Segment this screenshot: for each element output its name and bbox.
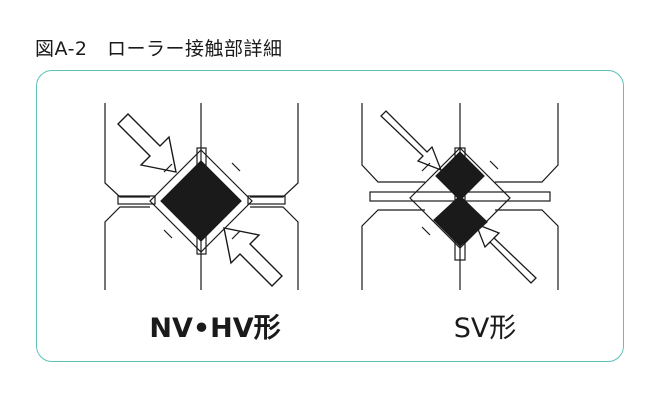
caption-nv-hv: NV•HV形 [149, 313, 281, 344]
sv-guide-lower-right [495, 209, 559, 290]
sv-load-arrow-upper [380, 110, 443, 172]
nv-guide-lower-right [250, 206, 299, 290]
nv-guide-lower-left [104, 206, 150, 290]
nv-load-arrow-lower [223, 227, 283, 287]
nv-guide-upper-left [104, 103, 150, 198]
nv-rail-channel-right [247, 195, 286, 205]
nv-cage-outline [149, 149, 253, 253]
sv-load-arrow-lower [474, 222, 537, 284]
sv-tick [489, 160, 499, 170]
nv-tick [163, 229, 173, 239]
nv-load-arrow-upper [117, 113, 177, 173]
sv-guide-upper-right [495, 103, 559, 183]
sv-roller-lower [433, 195, 488, 247]
sv-roller-detail [361, 103, 559, 290]
nv-tick [231, 162, 241, 172]
caption-sv: SV形 [453, 313, 517, 344]
figure-frame [36, 70, 624, 362]
nv-rail-channel-left [117, 195, 156, 205]
nv-hv-roller-detail [104, 103, 299, 290]
sv-roller-upper [435, 151, 485, 201]
nv-guide-upper-right [250, 103, 299, 198]
figure-title: 図A-2 ローラー接触部詳細 [35, 38, 283, 60]
nv-tick [231, 230, 241, 240]
sv-guide-lower-left [361, 209, 425, 290]
sv-guide-upper-left [361, 103, 425, 183]
nv-tick [163, 163, 173, 173]
nv-roller [160, 160, 242, 242]
sv-tick [421, 162, 431, 172]
sv-tick [421, 226, 431, 236]
sv-cage-outline [409, 147, 511, 249]
